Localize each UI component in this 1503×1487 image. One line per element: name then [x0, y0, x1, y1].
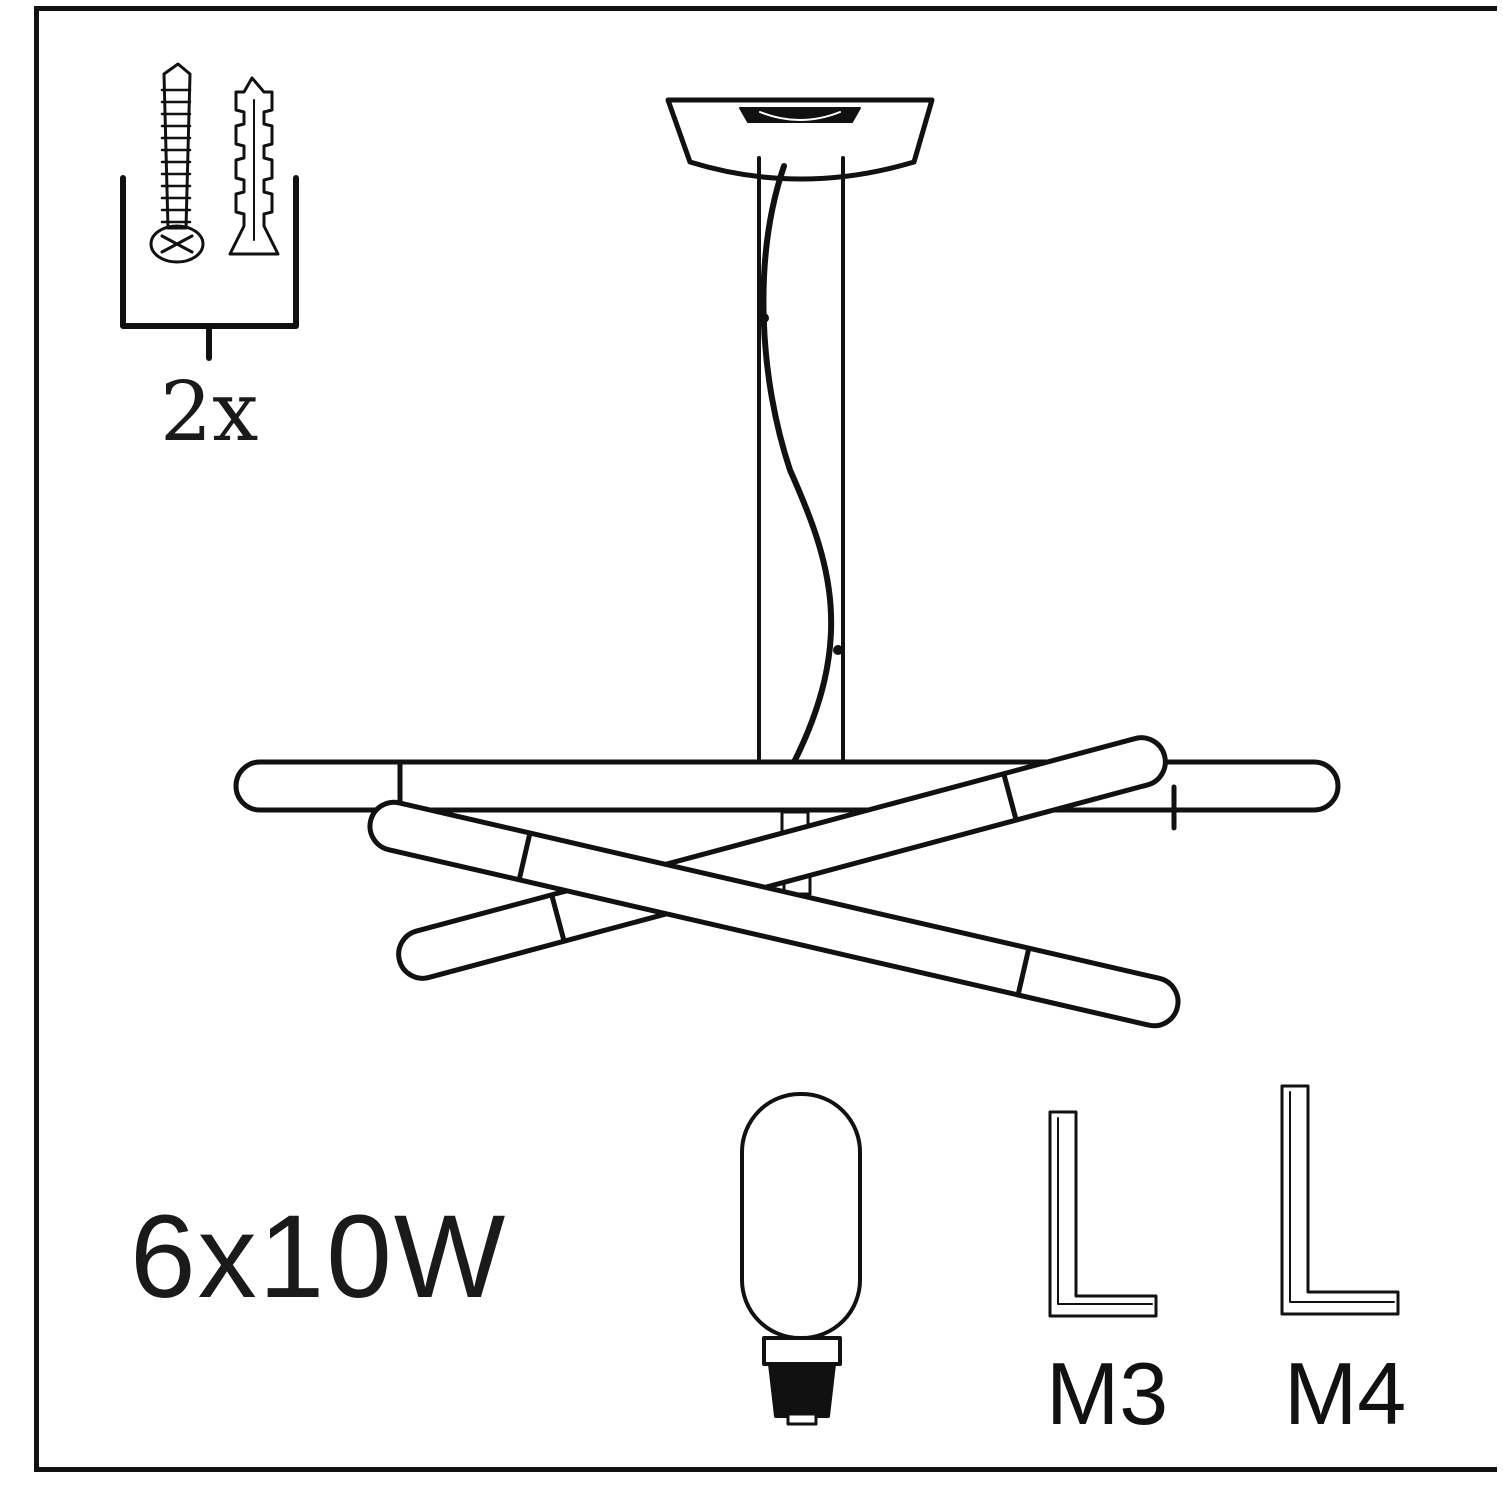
screw-icon: [149, 62, 205, 264]
ceiling-canopy: [665, 97, 935, 182]
light-rod-rising: [396, 735, 1168, 981]
bulb-icon: [740, 1092, 862, 1426]
hardware-quantity-label: 2x: [160, 365, 259, 460]
wall-plug-icon: [228, 76, 280, 256]
allen-key-size-label: M4: [1284, 1344, 1407, 1443]
bulb-spec-label: 6x10W: [130, 1191, 508, 1323]
light-fixture: [233, 735, 1341, 1029]
bracket-line: [120, 175, 299, 329]
power-cable: [760, 163, 835, 773]
hardware-kit: [120, 62, 299, 361]
allen-key-icon: [1048, 1110, 1158, 1318]
allen-key-size-label: M3: [1046, 1344, 1169, 1443]
allen-key-icon: [1280, 1084, 1400, 1316]
light-rod-falling: [367, 799, 1181, 1029]
suspension-wires: [757, 156, 845, 772]
instruction-frame: [34, 6, 1497, 1472]
